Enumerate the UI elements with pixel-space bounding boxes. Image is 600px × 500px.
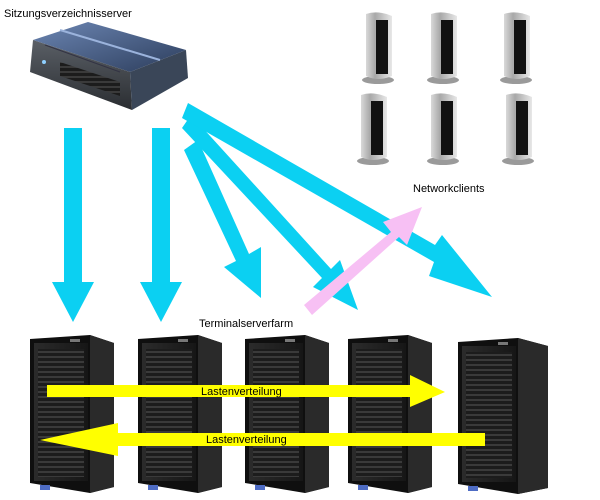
tower-server-icon: [458, 338, 548, 494]
session-arrow: [182, 115, 358, 310]
network-clients-label: Networkclients: [413, 183, 485, 195]
thin-client-icon: [427, 12, 459, 84]
thin-client-icon: [357, 93, 389, 165]
session-arrow: [184, 140, 261, 298]
terminal-server-farm-label: Terminalserverfarm: [199, 318, 293, 330]
session-directory-server-label: Sitzungsverzeichnisserver: [4, 8, 132, 20]
load-balancing-label-right: Lastenverteilung: [201, 386, 282, 398]
session-arrows: [52, 103, 492, 322]
session-arrow: [182, 103, 492, 297]
client-arrow: [304, 207, 422, 315]
session-arrow: [140, 128, 182, 322]
load-balancing-arrow-left: [40, 423, 485, 456]
thin-client-icon: [502, 93, 534, 165]
thin-client-icon: [427, 93, 459, 165]
tower-server-icon: [245, 335, 329, 493]
load-balancing-arrow-right: [47, 375, 445, 407]
load-balancing-label-left: Lastenverteilung: [206, 434, 287, 446]
session-arrow: [52, 128, 94, 322]
tower-server-icon: [348, 335, 432, 493]
rack-server-icon: [30, 22, 188, 110]
tower-server-icon: [30, 335, 114, 493]
tower-server-icon: [138, 335, 222, 493]
thin-client-icon: [362, 12, 394, 84]
thin-client-icon: [500, 12, 532, 84]
